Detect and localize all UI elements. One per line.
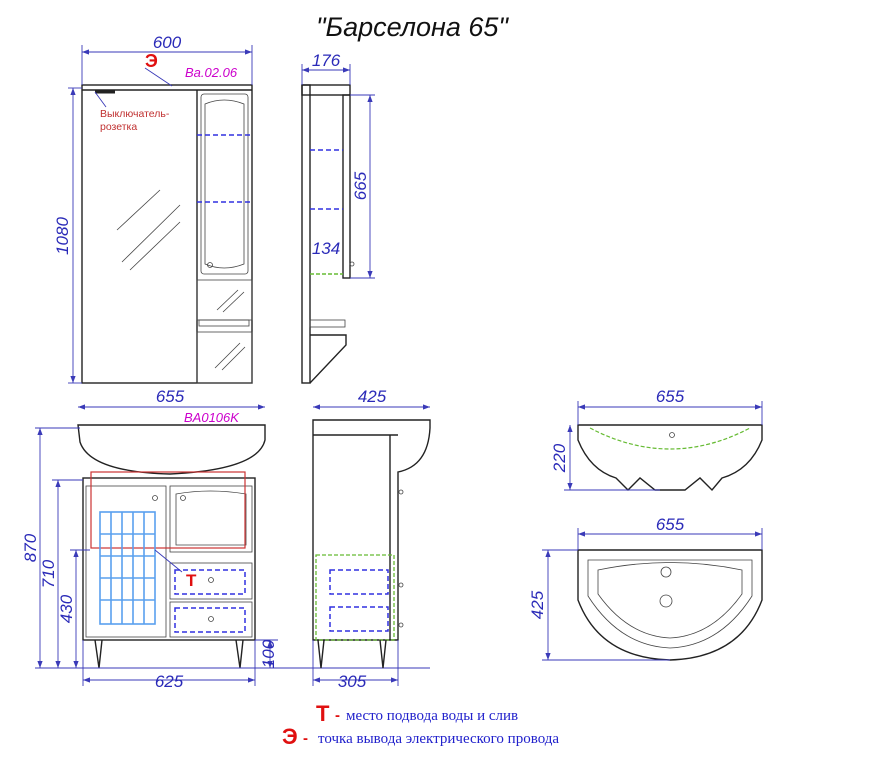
mirror-cabinet-side bbox=[301, 84, 355, 384]
vanity-top-width-dimension: 655 bbox=[156, 387, 185, 406]
basin-plan bbox=[577, 549, 763, 661]
vanity-depth-top-dimension: 425 bbox=[358, 387, 387, 406]
legend-electric-text: точка вывода электрического провода bbox=[318, 731, 559, 747]
vanity-body-height-dimension: 710 bbox=[39, 559, 58, 588]
vanity-total-height-dimension: 870 bbox=[21, 533, 40, 562]
mirror-height-dimension: 1080 bbox=[53, 217, 72, 255]
legend-electric-marker: Э bbox=[282, 724, 298, 749]
electric-marker-mirror: Э bbox=[145, 51, 158, 71]
leg-height-dimension: 100 bbox=[259, 639, 278, 668]
vanity-body-width-dimension: 625 bbox=[155, 672, 184, 691]
legend-water-marker: Т bbox=[316, 701, 330, 726]
switch-label-line1: Выключатель- bbox=[100, 108, 170, 120]
water-marker-vanity: Т bbox=[186, 571, 197, 590]
legend-electric-dash: - bbox=[303, 730, 308, 747]
basin-front bbox=[577, 424, 763, 492]
legend: Т - место подвода воды и слив Э - точка … bbox=[282, 701, 559, 749]
shelf-depth-dimension: 134 bbox=[312, 239, 340, 258]
switch-label-line2: розетка bbox=[100, 121, 137, 133]
vanity-side bbox=[312, 419, 431, 669]
water-height-dimension: 430 bbox=[57, 594, 76, 623]
vanity-code: BA0106K bbox=[184, 410, 240, 425]
legend-water-text: место подвода воды и слив bbox=[346, 708, 518, 724]
basin-front-width-dimension: 655 bbox=[656, 387, 685, 406]
drawing-title: "Барселона 65" bbox=[316, 12, 509, 42]
mirror-width-dimension: 600 bbox=[153, 33, 182, 52]
vanity-depth-body-dimension: 305 bbox=[338, 672, 367, 691]
column-height-dimension: 665 bbox=[351, 171, 370, 200]
mirror-depth-dimension: 176 bbox=[312, 51, 341, 70]
mirror-cabinet-front bbox=[81, 67, 253, 384]
vanity-front bbox=[77, 424, 266, 669]
mirror-cabinet-code: Ba.02.06 bbox=[185, 65, 238, 80]
basin-plan-width-dimension: 655 bbox=[656, 515, 685, 534]
basin-plan-depth-dimension: 425 bbox=[528, 590, 547, 619]
basin-height-dimension: 220 bbox=[550, 443, 569, 473]
legend-water-dash: - bbox=[335, 707, 340, 724]
